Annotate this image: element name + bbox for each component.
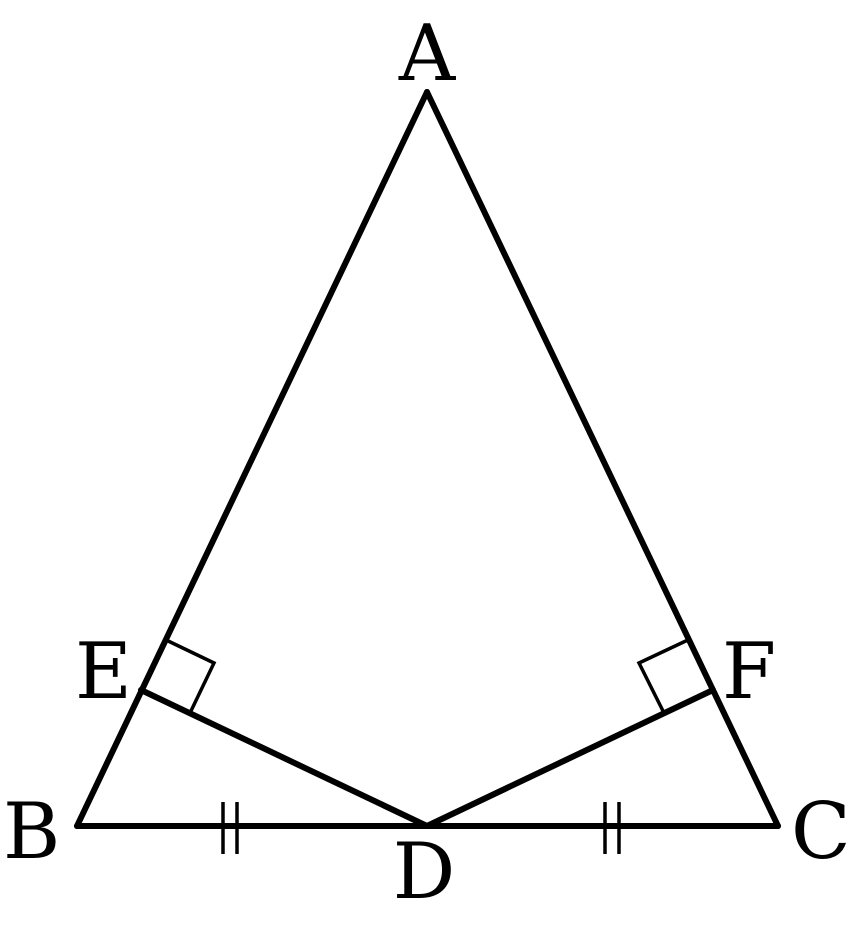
label-a: A bbox=[398, 9, 457, 99]
right-angle-mark-f bbox=[636, 637, 691, 714]
segment-de bbox=[138, 687, 430, 829]
right-angle-mark-e bbox=[163, 637, 217, 714]
label-e: E bbox=[75, 627, 132, 717]
segment-ab bbox=[74, 89, 430, 829]
label-d: D bbox=[393, 827, 456, 917]
segment-df bbox=[424, 687, 716, 829]
segment-ac bbox=[424, 89, 781, 829]
label-b: B bbox=[3, 787, 60, 877]
equal-ticks-dc bbox=[603, 802, 621, 854]
label-c: C bbox=[791, 787, 851, 877]
label-f: F bbox=[722, 627, 776, 717]
equal-ticks-bd bbox=[221, 802, 239, 854]
